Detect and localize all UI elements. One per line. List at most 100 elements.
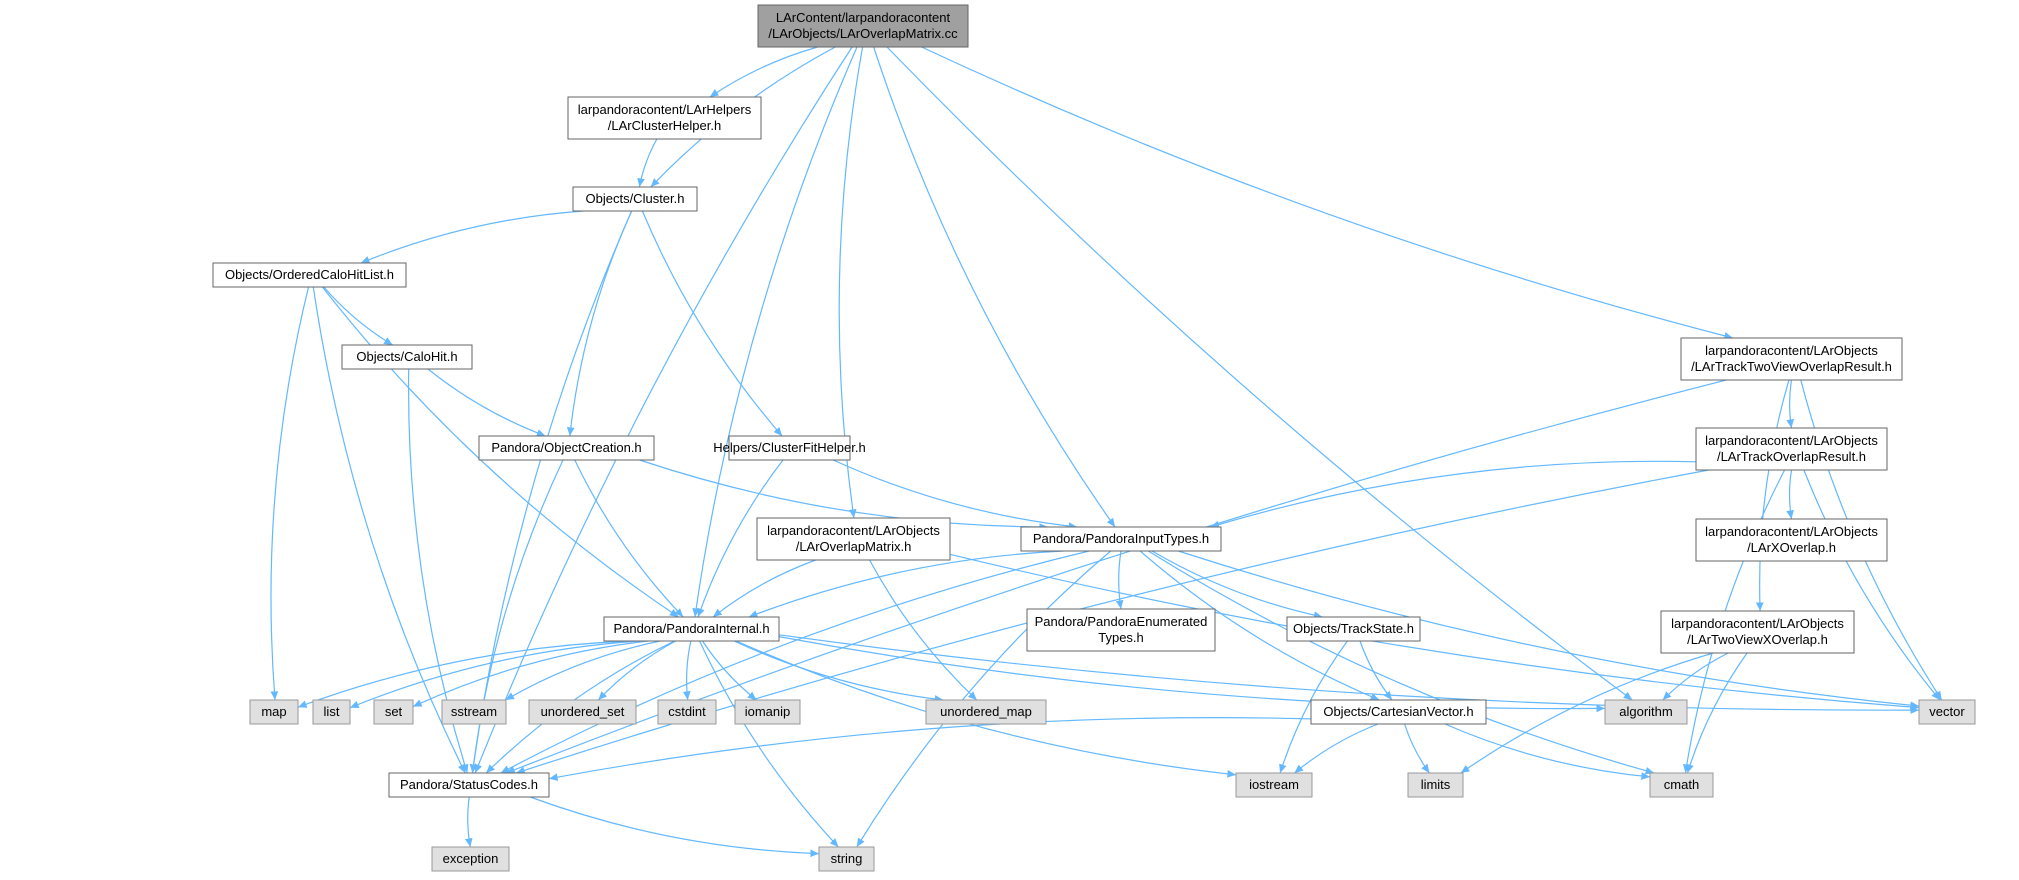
edge-root-to-pandorainternal [692,46,858,618]
edge-pandorainputtypes-to-enumeratedtypes [1115,550,1124,610]
node-orderedcalohitlist[interactable]: Objects/OrderedCaloHitList.h [212,262,407,288]
edge-twoviewxoverlap-to-cmath [1686,652,1748,774]
node-box [818,846,875,872]
edge-pandorainputtypes-to-pandorainternal [748,550,1064,618]
node-label: Objects/TrackState.h [1293,621,1414,636]
node-label: Helpers/ClusterFitHelper.h [713,440,865,455]
node-label: cmath [1664,777,1699,792]
edge-tracktwoviewoverlapresult-to-twoviewxoverlap [1755,379,1790,612]
node-box [1310,699,1487,725]
node-label: set [385,704,403,719]
edge-cartesianvector-to-limits [1404,723,1430,774]
node-box [441,699,507,725]
node-xoverlap[interactable]: larpandoracontent/LArObjects/LArXOverlap… [1695,518,1888,562]
node-box [1020,526,1222,552]
node-label: Objects/CaloHit.h [356,349,457,364]
node-label: Pandora/StatusCodes.h [400,777,538,792]
node-statuscodes[interactable]: Pandora/StatusCodes.h [388,772,550,798]
node-calohit[interactable]: Objects/CaloHit.h [341,344,473,370]
node-string: string [818,846,875,872]
edge-objectcreation-to-statuscodes [469,459,564,774]
edge-overlapmatrix_h-to-vector [949,553,1920,711]
edge-cartesianvector-to-cmath [1444,723,1651,780]
node-list: list [312,699,351,725]
node-box [249,699,299,725]
node-box [1649,772,1714,798]
node-clusterfithelper[interactable]: Helpers/ClusterFitHelper.h [713,435,866,461]
node-label: iostream [1249,777,1299,792]
node-pandorainternal[interactable]: Pandora/PandoraInternal.h [603,616,780,642]
edge-pandorainputtypes-to-cmath [1147,550,1655,775]
node-box [1407,772,1464,798]
node-cartesianvector[interactable]: Objects/CartesianVector.h [1310,699,1487,725]
node-trackstate[interactable]: Objects/TrackState.h [1286,616,1421,642]
node-box [528,699,637,725]
node-label: exception [443,851,499,866]
edge-twoviewxoverlap-to-algorithm [1662,652,1729,701]
dependency-nodes: LArContent/larpandoracontent/LArObjects/… [212,4,1976,872]
edge-root-to-algorithm [886,46,1633,701]
edge-pandorainternal-to-statuscodes [485,640,675,774]
node-box [1026,608,1216,652]
node-label: algorithm [1619,704,1672,719]
edge-objectcreation-to-pandorainternal [574,459,684,618]
node-vector: vector [1918,699,1976,725]
edge-twoviewxoverlap-to-limits [1460,652,1714,774]
node-unordered_set: unordered_set [528,699,637,725]
node-label: larpandoracontent/LArObjects [1671,616,1844,631]
node-sstream: sstream [441,699,507,725]
node-label: limits [1421,777,1451,792]
node-box [1235,772,1313,798]
node-box [734,699,801,725]
edge-trackoverlapresult-to-vector [1803,469,1941,701]
edge-overlapmatrix_h-to-unordered_map [869,559,978,701]
node-cmath: cmath [1649,772,1714,798]
edge-pandorainternal-to-list [349,640,640,709]
node-box [1660,610,1855,654]
node-box [603,616,780,642]
node-tracktwoviewoverlapresult[interactable]: larpandoracontent/LArObjects/LArTrackTwo… [1680,337,1903,381]
edge-orderedcalohitlist-to-map [270,286,310,701]
node-label: map [261,704,286,719]
node-label: Objects/Cluster.h [586,191,685,206]
node-box [212,262,407,288]
edge-statuscodes-to-string [529,796,820,858]
node-clusterhelper[interactable]: larpandoracontent/LArHelpers/LArClusterH… [567,96,762,140]
node-iomanip: iomanip [734,699,801,725]
edge-clusterfithelper-to-pandorainternal [697,459,784,618]
node-algorithm: algorithm [1604,699,1688,725]
node-cstdint: cstdint [657,699,717,725]
node-root[interactable]: LArContent/larpandoracontent/LArObjects/… [757,4,969,48]
node-set: set [373,699,414,725]
edge-cluster-to-statuscodes [469,210,633,774]
node-label: Pandora/PandoraInternal.h [613,621,769,636]
edge-pandorainternal-to-map [297,640,632,708]
node-label: LArContent/larpandoracontent [776,10,951,25]
node-box [478,435,655,461]
node-pandorainputtypes[interactable]: Pandora/PandoraInputTypes.h [1020,526,1222,552]
node-overlapmatrix_h[interactable]: larpandoracontent/LArObjects/LArOverlapM… [756,517,951,561]
node-label: /LArTwoViewXOverlap.h [1687,632,1828,647]
node-twoviewxoverlap[interactable]: larpandoracontent/LArObjects/LArTwoViewX… [1660,610,1855,654]
edge-clusterhelper-to-cluster [637,138,658,188]
node-label: /LArClusterHelper.h [608,118,721,133]
node-box [757,4,969,48]
edge-pandorainternal-to-cstdint [682,640,692,701]
node-box [431,846,510,872]
node-trackoverlapresult[interactable]: larpandoracontent/LArObjects/LArTrackOve… [1695,427,1888,471]
node-box [1918,699,1976,725]
node-box [341,344,473,370]
edge-cluster-to-orderedcalohitlist [360,210,584,264]
node-cluster[interactable]: Objects/Cluster.h [572,186,698,212]
node-label: larpandoracontent/LArObjects [767,523,940,538]
dependency-edges [270,46,1943,858]
node-label: /LArOverlapMatrix.h [796,539,912,554]
node-label: Objects/OrderedCaloHitList.h [225,267,394,282]
node-label: /LArTrackTwoViewOverlapResult.h [1691,359,1892,374]
node-limits: limits [1407,772,1464,798]
node-label: /LArTrackOverlapResult.h [1717,449,1866,464]
node-box [1286,616,1421,642]
node-objectcreation[interactable]: Pandora/ObjectCreation.h [478,435,655,461]
node-label: Pandora/ObjectCreation.h [491,440,641,455]
